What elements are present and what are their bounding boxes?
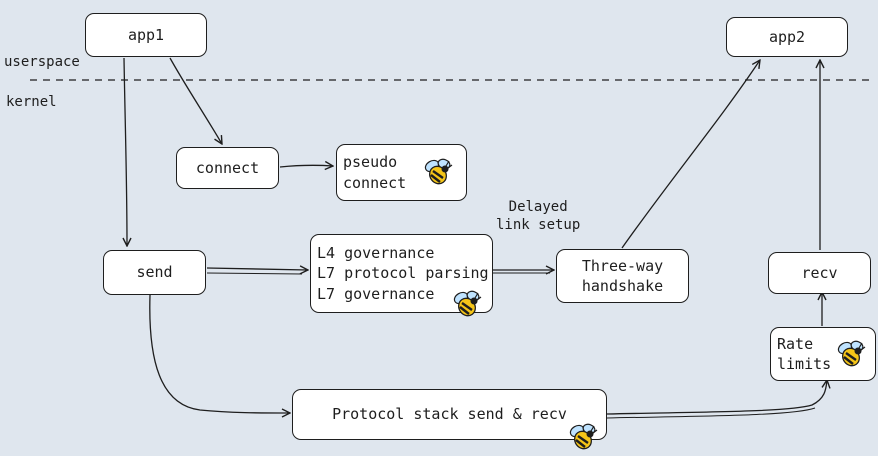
ebpf-bee-icon bbox=[569, 423, 598, 450]
app2-node[interactable]: app2 bbox=[726, 17, 848, 57]
app1-label: app1 bbox=[127, 25, 165, 44]
arrow-connect-to-pseudo bbox=[279, 165, 333, 167]
arrow-send-to-protocol-stack bbox=[149, 294, 290, 413]
arrow-handshake-to-app2 bbox=[621, 60, 760, 249]
ebpf-bee-icon bbox=[837, 340, 866, 367]
three-way-handshake-node[interactable]: Three-way handshake bbox=[556, 249, 689, 303]
l4-governance-label: L4 governance bbox=[317, 244, 435, 263]
rate-limits-line-1: Rate bbox=[777, 334, 814, 353]
delayed-label: Delayed bbox=[508, 199, 568, 215]
ebpf-bee-icon bbox=[424, 158, 453, 185]
rate-limits-line-2: limits bbox=[777, 355, 832, 373]
arrow-protocol-stack-to-rate-limits bbox=[606, 380, 827, 415]
arrow-send-to-l7 bbox=[206, 268, 308, 270]
arrow-app1-to-send bbox=[124, 57, 127, 246]
connect-label: connect bbox=[195, 158, 260, 177]
handshake-line-1: Three-way bbox=[581, 256, 664, 275]
delayed-link-setup-annotation: Delayed link setup bbox=[496, 198, 580, 234]
kernel-label: kernel bbox=[6, 94, 57, 110]
protocol-stack-node[interactable]: Protocol stack send & recv bbox=[292, 389, 607, 440]
app1-node[interactable]: app1 bbox=[85, 13, 207, 57]
arrow-app1-to-connect bbox=[169, 57, 222, 144]
l7-protocol-parsing-label: L7 protocol parsing bbox=[317, 264, 489, 283]
ebpf-bee-icon bbox=[453, 290, 482, 317]
handshake-line-2: handshake bbox=[581, 277, 664, 295]
recv-node[interactable]: recv bbox=[768, 252, 871, 294]
send-node[interactable]: send bbox=[103, 250, 206, 295]
l7-governance-label: L7 governance bbox=[317, 284, 435, 303]
pseudo-connect-line-1: pseudo bbox=[343, 153, 398, 172]
protocol-stack-label: Protocol stack send & recv bbox=[332, 405, 567, 424]
link-setup-label: link setup bbox=[496, 217, 581, 234]
connect-node[interactable]: connect bbox=[176, 147, 279, 189]
send-label: send bbox=[136, 263, 173, 282]
userspace-label: userspace bbox=[4, 54, 80, 70]
recv-label: recv bbox=[801, 263, 838, 282]
pseudo-connect-line-2: connect bbox=[343, 173, 407, 192]
app2-label: app2 bbox=[768, 27, 806, 46]
